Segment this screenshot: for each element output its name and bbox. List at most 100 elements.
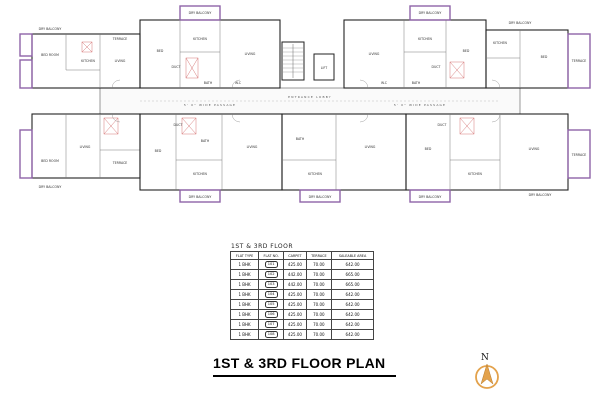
flat-no-badge: 105 <box>264 301 278 308</box>
room-label: TERRACE <box>112 161 128 165</box>
carpet-cell: 425.00 <box>283 309 307 320</box>
saleable-cell: 642.00 <box>331 329 374 340</box>
flat-no-badge: 108 <box>264 331 278 338</box>
room-label: BATH <box>412 81 421 85</box>
flat-no-badge: 101 <box>264 261 278 268</box>
room-label: BED ROOM <box>41 159 59 163</box>
carpet-cell: 425.00 <box>283 329 307 340</box>
saleable-cell: 642.00 <box>331 319 374 330</box>
flat-no-badge: 104 <box>264 291 278 298</box>
staircase <box>281 41 305 81</box>
table-row: 1 BHK 104 425.00 70.00 642.00 <box>229 289 374 300</box>
room-label: DRY BALCONY <box>419 195 442 199</box>
flat-type-cell: 1 BHK <box>229 279 260 290</box>
room-label: DRY BALCONY <box>189 195 212 199</box>
saleable-cell: 642.00 <box>331 299 374 310</box>
flat-no-cell: 104 <box>258 289 285 300</box>
entrance-label: ENTRANCE LOBBY <box>288 95 332 99</box>
terrace-cell: 70.00 <box>305 259 333 270</box>
flat-no-cell: 102 <box>258 269 285 280</box>
flat-no-cell: 103 <box>258 279 285 290</box>
table-row: 1 BHK 101 425.00 70.00 642.00 <box>229 259 374 270</box>
table-row: 1 BHK 105 425.00 70.00 642.00 <box>229 299 374 310</box>
room-label: KITCHEN <box>81 59 95 63</box>
room-label: TERRACE <box>571 59 587 63</box>
lift-core: LIFT <box>313 53 335 81</box>
room-label: BED <box>463 49 470 53</box>
carpet-cell: 425.00 <box>283 259 307 270</box>
flat-105: BED ROOM LIVING TERRACE DRY BALCONY <box>19 113 141 189</box>
carpet-cell: 425.00 <box>283 289 307 300</box>
room-label: DRY BALCONY <box>39 185 62 189</box>
flat-type-cell: 1 BHK <box>229 269 260 280</box>
room-label: BED <box>541 55 548 59</box>
table-row: 1 BHK 102 442.00 70.00 665.00 <box>229 269 374 280</box>
room-label: TERRACE <box>112 37 128 41</box>
flat-101: BED ROOM KITCHEN LIVING TERRACE DRY BALC… <box>19 27 141 89</box>
flat-no-badge: 106 <box>264 311 278 318</box>
saleable-cell: 642.00 <box>331 289 374 300</box>
schedule-heading: 1ST & 3RD FLOOR <box>231 243 293 250</box>
room-label: BED ROOM <box>41 53 59 57</box>
terrace-cell: 70.00 <box>305 299 333 310</box>
flat-no-cell: 106 <box>258 309 285 320</box>
room-label: DUCT <box>438 123 447 127</box>
table-row: 1 BHK 106 425.00 70.00 642.00 <box>229 309 374 320</box>
room-label: DRY BALCONY <box>419 11 442 15</box>
flat-107: BATH KITCHEN LIVING DRY BALCONY <box>281 113 407 203</box>
room-label: KITCHEN <box>193 172 207 176</box>
flat-no-cell: 105 <box>258 299 285 310</box>
carpet-cell: 442.00 <box>283 279 307 290</box>
saleable-cell: 642.00 <box>331 309 374 320</box>
north-label: N <box>481 353 489 363</box>
room-label: KITCHEN <box>468 172 482 176</box>
room-label: DRY BALCONY <box>189 11 212 15</box>
corridor: 5' 0" WIDE PASSAGE 5' 0" WIDE PASSAGE EN… <box>99 87 521 115</box>
passage-label-left: 5' 0" WIDE PASSAGE <box>184 103 236 107</box>
room-label: BATH <box>296 137 305 141</box>
room-label: KITCHEN <box>193 37 207 41</box>
flat-type-cell: 1 BHK <box>229 259 260 270</box>
carpet-cell: 442.00 <box>283 269 307 280</box>
room-label: DRY BALCONY <box>509 21 532 25</box>
floor-plan-drawing: 5' 0" WIDE PASSAGE 5' 0" WIDE PASSAGE EN… <box>19 5 591 203</box>
room-label: LIVING <box>365 145 376 149</box>
flat-104: KITCHEN BED TERRACE DRY BALCONY <box>485 21 591 89</box>
room-label: LIVING <box>80 145 91 149</box>
room-label: DRY BALCONY <box>39 27 62 31</box>
flat-no-badge: 102 <box>264 271 278 278</box>
column-header: FLAT NO. <box>258 251 285 260</box>
column-header: FLAT TYPE <box>229 251 260 260</box>
room-label: LIVING <box>115 59 126 63</box>
flat-type-cell: 1 BHK <box>229 319 260 330</box>
table-row: 1 BHK 107 425.00 70.00 642.00 <box>229 319 374 330</box>
flat-type-cell: 1 BHK <box>229 299 260 310</box>
north-arrow-icon <box>475 363 499 389</box>
room-label: BED <box>425 147 432 151</box>
plan-title: 1ST & 3RD FLOOR PLAN <box>213 355 386 371</box>
room-label: KITCHEN <box>418 37 432 41</box>
table-header-row: FLAT TYPE FLAT NO. CARPET TERRACE SALEAB… <box>229 251 374 260</box>
room-label: LIVING <box>245 52 256 56</box>
room-label: W.C <box>381 81 388 85</box>
room-label: TERRACE <box>571 153 587 157</box>
room-label: DRY BALCONY <box>309 195 332 199</box>
room-label: DRY BALCONY <box>529 193 552 197</box>
passage-label-right: 5' 0" WIDE PASSAGE <box>394 103 446 107</box>
room-label: BATH <box>201 139 210 143</box>
flat-no-cell: 101 <box>258 259 285 270</box>
flat-type-cell: 1 BHK <box>229 329 260 340</box>
area-schedule-table: FLAT TYPE FLAT NO. CARPET TERRACE SALEAB… <box>229 251 374 340</box>
room-label: BED <box>157 49 164 53</box>
terrace-cell: 70.00 <box>305 309 333 320</box>
room-label: LIVING <box>369 52 380 56</box>
table-row: 1 BHK 103 442.00 70.00 665.00 <box>229 279 374 290</box>
flat-no-cell: 108 <box>258 329 285 340</box>
room-label: BED <box>155 149 162 153</box>
flat-no-cell: 107 <box>258 319 285 330</box>
flat-108: BED KITCHEN LIVING TERRACE DRY BALCONY D… <box>405 113 591 203</box>
room-label: LIVING <box>529 147 540 151</box>
terrace-cell: 70.00 <box>305 319 333 330</box>
room-label: KITCHEN <box>308 172 322 176</box>
